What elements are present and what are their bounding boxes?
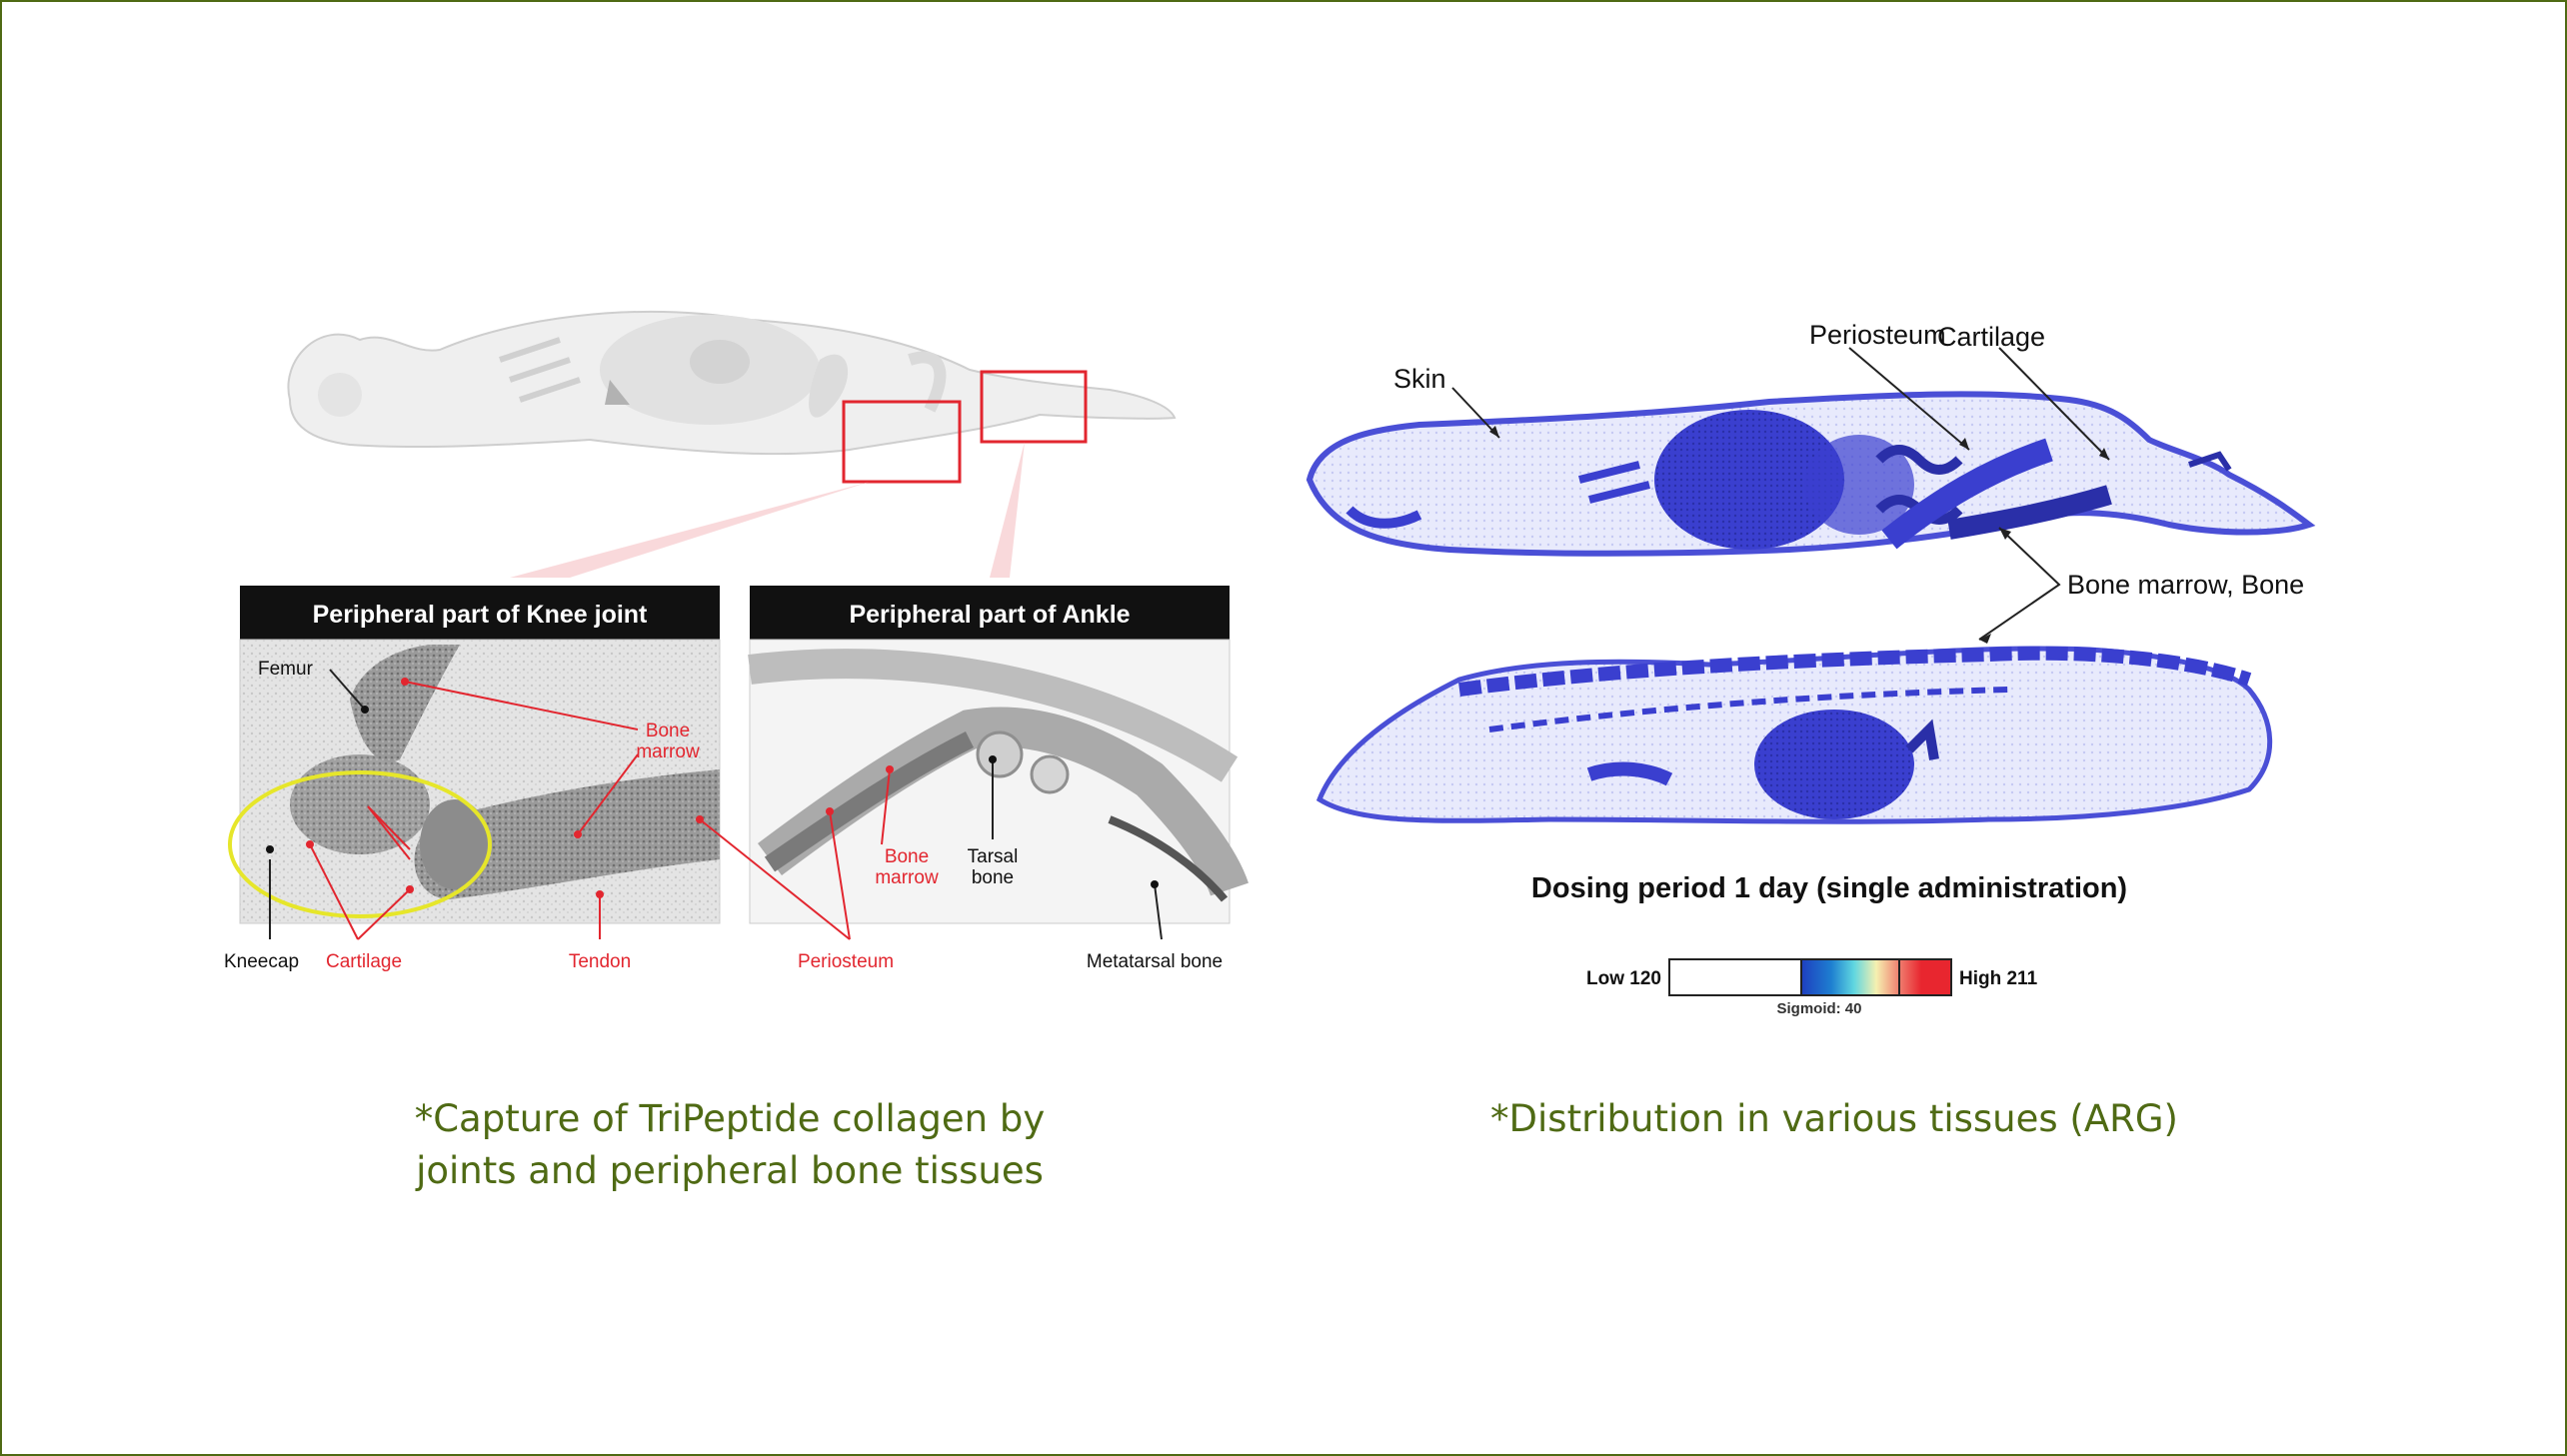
caption-right-line: *Distribution in various tissues (ARG): [1490, 1097, 2178, 1140]
caption-left: *Capture of TriPeptide collagen by joint…: [330, 1093, 1130, 1197]
label-tarsal-2: bone: [972, 867, 1014, 888]
caption-left-line2: joints and peripheral bone tissues: [416, 1149, 1044, 1192]
label-bone-marrow-knee-2: marrow: [636, 741, 700, 762]
label-cartilage-arg: Cartilage: [1937, 322, 2045, 352]
upper-lung: [1654, 410, 1844, 550]
label-bone-marrow-bone: Bone marrow, Bone: [2067, 570, 2304, 600]
knee-ankle-diagram: Peripheral part of Knee joint Peripheral…: [224, 310, 1249, 972]
color-scale: Low 120 High 211 Sigmoid: 40: [1586, 958, 2038, 1017]
label-bone-marrow-knee-1: Bone: [646, 721, 690, 741]
joint-highlight: [228, 770, 492, 918]
label-tarsal-1: Tarsal: [968, 846, 1019, 867]
whole-body-section: [287, 310, 1177, 456]
scale-low-label: Low 120: [1586, 968, 1661, 989]
dosing-period-text: Dosing period 1 day (single administrati…: [1531, 872, 2127, 904]
arg-distribution-diagram: Skin Periosteum Cartilage Bone marrow, B…: [1305, 320, 2316, 1017]
knee-panel-title: Peripheral part of Knee joint: [313, 601, 648, 629]
lower-lung: [1754, 710, 1914, 819]
label-femur: Femur: [258, 659, 314, 680]
scale-high-label: High 211: [1959, 968, 2038, 989]
lower-section: [1315, 646, 2273, 824]
label-skin: Skin: [1393, 364, 1446, 394]
label-bone-marrow-ankle-2: marrow: [875, 867, 939, 888]
label-periosteum: Periosteum: [798, 951, 894, 972]
label-bone-marrow-ankle-1: Bone: [885, 846, 929, 867]
label-kneecap: Kneecap: [224, 951, 299, 972]
label-metatarsal: Metatarsal bone: [1087, 951, 1223, 972]
upper-section: [1305, 391, 2316, 557]
ankle-zoom-box: [980, 370, 1088, 444]
label-periosteum-arg: Periosteum: [1809, 320, 1946, 350]
knee-zoom-box: [842, 400, 962, 484]
knee-panel: Peripheral part of Knee joint: [228, 586, 721, 924]
ankle-panel-title: Peripheral part of Ankle: [849, 601, 1130, 629]
ankle-panel: Peripheral part of Ankle: [748, 586, 1249, 924]
label-cartilage: Cartilage: [326, 951, 402, 972]
scale-sigmoid-label: Sigmoid: 40: [1776, 1000, 1861, 1017]
caption-left-line1: *Capture of TriPeptide collagen by: [414, 1097, 1046, 1140]
label-tendon: Tendon: [569, 951, 631, 972]
caption-right: *Distribution in various tissues (ARG): [1419, 1093, 2249, 1145]
